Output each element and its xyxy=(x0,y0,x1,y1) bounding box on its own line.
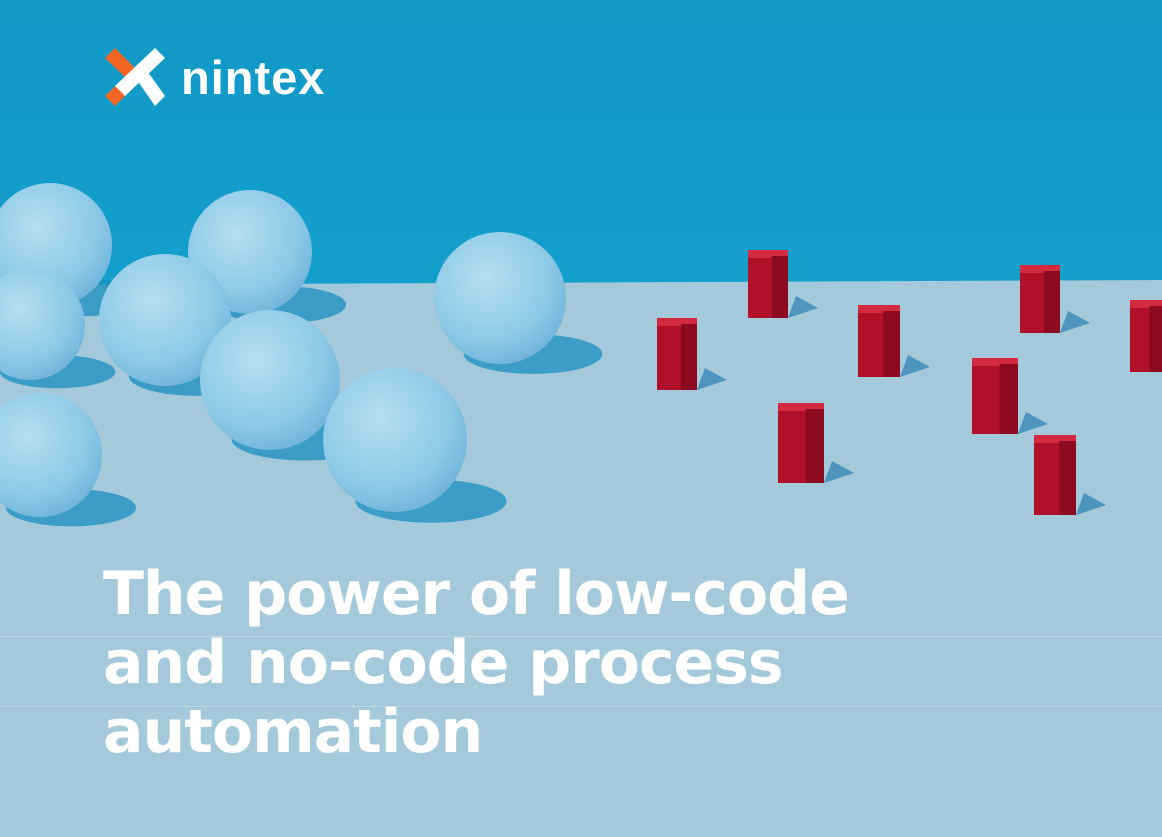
sphere xyxy=(434,232,566,364)
red-block-top xyxy=(657,318,697,326)
sphere xyxy=(323,368,467,512)
red-block-top xyxy=(778,403,824,411)
red-block-top xyxy=(972,358,1018,366)
block-shadow xyxy=(900,355,930,377)
nintex-x-icon xyxy=(105,48,165,106)
sphere xyxy=(200,310,340,450)
red-block-top xyxy=(1130,300,1162,308)
red-block-side xyxy=(1149,306,1162,372)
red-block-top xyxy=(748,250,788,258)
red-block-side xyxy=(999,364,1018,434)
red-block-side xyxy=(1044,271,1060,333)
block-shadow xyxy=(1076,493,1106,515)
sphere xyxy=(0,393,102,517)
divider xyxy=(0,706,1162,707)
nintex-logo: nintex xyxy=(105,48,325,106)
red-block-side xyxy=(805,409,824,483)
red-block-side xyxy=(772,256,788,318)
block-shadow xyxy=(824,461,854,483)
page-title: The power of low-code and no-code proces… xyxy=(103,559,850,767)
red-block-top xyxy=(1020,265,1060,273)
red-block-side xyxy=(883,311,900,377)
block-shadow xyxy=(1018,412,1048,434)
divider xyxy=(0,636,1162,637)
red-block-top xyxy=(858,305,900,313)
red-block-side xyxy=(1059,441,1076,515)
title-line: automation xyxy=(103,697,483,767)
sphere xyxy=(99,254,231,386)
brand-name: nintex xyxy=(181,50,326,104)
red-block-top xyxy=(1034,435,1076,443)
title-line: The power of low-code xyxy=(103,559,850,629)
block-shadow xyxy=(788,296,818,318)
red-block-side xyxy=(681,324,697,390)
sphere xyxy=(0,270,85,380)
title-line: and no-code process xyxy=(103,628,784,698)
block-shadow xyxy=(1060,311,1090,333)
block-shadow xyxy=(697,368,727,390)
